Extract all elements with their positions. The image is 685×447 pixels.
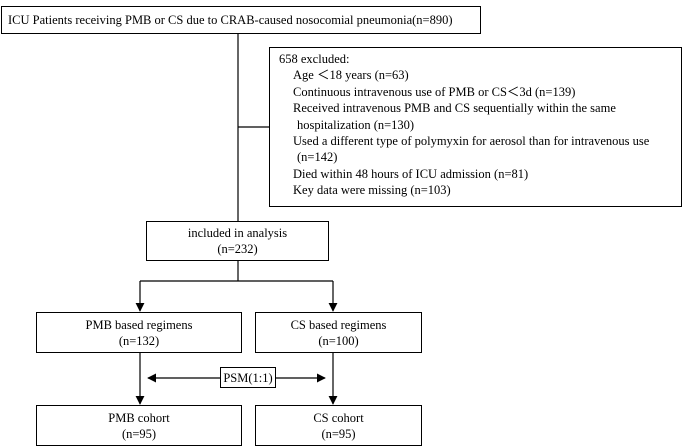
cs-cohort-count: (n=95): [321, 426, 356, 441]
psm-box: PSM(1:1): [220, 367, 276, 388]
exclusion-title: 658 excluded:: [279, 52, 350, 66]
analysis-count: (n=232): [217, 242, 258, 256]
exclusion-item: Died within 48 hours of ICU admission (n…: [293, 166, 529, 181]
pmb-regimen-count: (n=132): [118, 333, 160, 348]
exclusion-item: Used a different type of polymyxin for a…: [293, 134, 650, 149]
cs-regimen-count: (n=100): [318, 333, 359, 348]
pmb-regimen-label: PMB based regimens: [85, 317, 193, 332]
cs-regimen-label: CS based regimens: [290, 317, 387, 332]
exclusion-item-continuation: (n=142): [297, 150, 338, 165]
exclusion-item: Age ＜18 years (n=63): [293, 68, 409, 83]
cs-cohort-box: CS cohort (n=95): [255, 405, 422, 446]
analysis-label: included in analysis: [187, 226, 288, 240]
exclusion-box: 658 excluded: Age ＜18 years (n=63) Conti…: [269, 47, 682, 207]
psm-label: PSM(1:1): [223, 370, 273, 385]
exclusion-item: Continuous intravenous use of PMB or CS＜…: [293, 84, 576, 99]
pmb-regimen-box: PMB based regimens (n=132): [36, 312, 242, 353]
cs-cohort-label: CS cohort: [313, 410, 364, 425]
cs-regimen-box: CS based regimens (n=100): [255, 312, 422, 353]
pmb-cohort-label: PMB cohort: [108, 410, 170, 425]
source-population-box: ICU Patients receiving PMB or CS due to …: [1, 6, 481, 34]
analysis-box: included in analysis (n=232): [146, 221, 329, 261]
exclusion-item-continuation: hospitalization (n=130): [297, 117, 415, 132]
source-population-text: ICU Patients receiving PMB or CS due to …: [8, 13, 453, 27]
exclusion-item: Received intravenous PMB and CS sequenti…: [293, 101, 616, 116]
pmb-cohort-count: (n=95): [121, 426, 157, 441]
pmb-cohort-box: PMB cohort (n=95): [36, 405, 242, 446]
exclusion-item: Key data were missing (n=103): [293, 183, 451, 198]
